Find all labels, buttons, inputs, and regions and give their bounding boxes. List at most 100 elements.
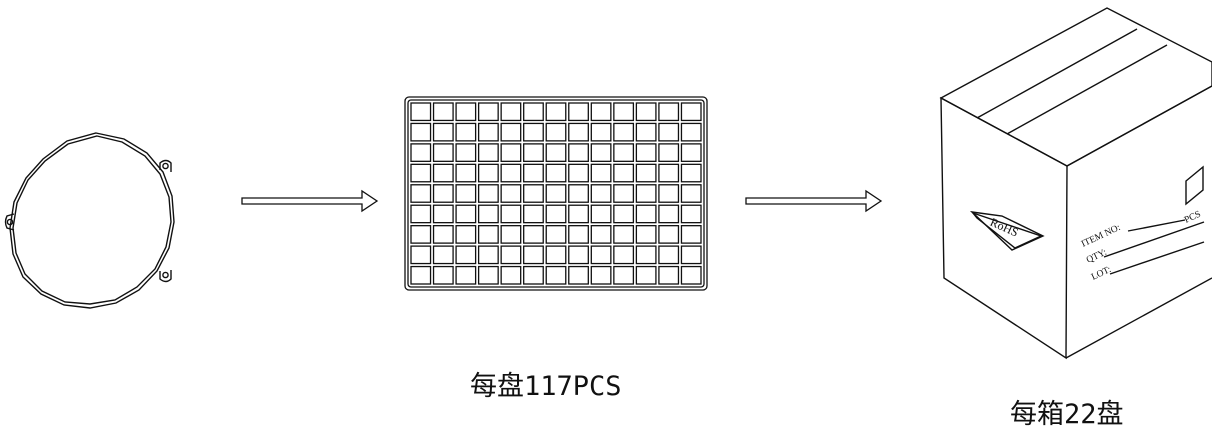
tray-cell: [477, 184, 499, 203]
tray-cell: [410, 143, 432, 162]
tray-cell: [635, 122, 657, 142]
carton-top-face: [939, 7, 1212, 167]
tray-cell: [568, 143, 589, 162]
tray-cell: [477, 225, 499, 244]
tray-cell: [613, 245, 635, 265]
lot-line: [1109, 241, 1205, 275]
tray-cell: [635, 204, 657, 224]
tray-cell: [590, 265, 612, 285]
tray-cell: [500, 265, 522, 285]
tray-cell: [590, 184, 612, 203]
tray-cell: [545, 184, 567, 203]
tray-cell: [658, 122, 680, 142]
tray-cell: [568, 245, 589, 265]
tray-cell: [545, 265, 567, 285]
tray-cell: [613, 204, 635, 224]
tray-cell: [545, 102, 567, 122]
tray-frame: [404, 96, 708, 291]
tray-cell: [680, 245, 702, 265]
tray-cell: [477, 265, 499, 285]
tray-frame-inner: [407, 99, 705, 288]
tray-cell: [455, 265, 477, 285]
tray-cell: [432, 225, 454, 244]
tray-cell: [658, 143, 680, 162]
tray-cell: [680, 122, 702, 142]
item-no-line: [1127, 219, 1186, 232]
arrow-tray-to-carton: [745, 189, 883, 213]
tray-drawing: [404, 96, 708, 291]
tray-cell: [658, 184, 680, 203]
tray-cell: [635, 225, 657, 244]
tray-cell: [523, 122, 544, 142]
tray-cell: [410, 184, 432, 203]
carton-drawing: [939, 7, 1212, 360]
tray-cell: [545, 204, 567, 224]
tray-cell: [455, 184, 477, 203]
tray-cell: [680, 184, 702, 203]
tray-cell: [658, 163, 680, 183]
tray-cell: [410, 265, 432, 285]
tray-cell: [635, 265, 657, 285]
tray-cell: [455, 102, 477, 122]
tray-cell: [432, 122, 454, 142]
tray-cell: [545, 245, 567, 265]
tray-cell: [568, 163, 589, 183]
tray-cell: [455, 143, 477, 162]
tray-cell: [523, 102, 544, 122]
tray-cell: [523, 265, 544, 285]
tray-cell: [568, 102, 589, 122]
tray-cell: [613, 102, 635, 122]
tray-cell: [455, 225, 477, 244]
tray-cell: [613, 184, 635, 203]
tray-cell: [590, 204, 612, 224]
tray-cell: [545, 143, 567, 162]
tray-cell: [613, 265, 635, 285]
carton-tape-line-a: [976, 28, 1138, 119]
tray-cell: [613, 143, 635, 162]
tray-cell: [500, 102, 522, 122]
carton-right-face: [1066, 85, 1212, 167]
tray-cell-grid: [410, 102, 702, 285]
tray-cell: [545, 163, 567, 183]
rohs-label: RoHS: [988, 215, 1021, 240]
tray-cell: [455, 204, 477, 224]
tray-cell: [680, 225, 702, 244]
tray-cell: [432, 265, 454, 285]
reel-tab-bottom: [159, 270, 172, 283]
tray-cell: [680, 163, 702, 183]
tray-cell: [545, 225, 567, 244]
tray-cell: [410, 122, 432, 142]
tray-cell: [523, 204, 544, 224]
reel-tab-left: [4, 213, 15, 231]
tray-cell: [410, 163, 432, 183]
tray-cell: [523, 245, 544, 265]
tray-cell: [477, 122, 499, 142]
tray-cell: [455, 122, 477, 142]
tray-cell: [410, 245, 432, 265]
carton-tape-line-b: [1006, 44, 1168, 135]
carton-caption: 每箱22盘: [1010, 399, 1124, 430]
tray-cell: [590, 225, 612, 244]
item-no-label: ITEM NO:: [1080, 223, 1122, 250]
tray-cell: [658, 265, 680, 285]
carton-label-square: [1185, 165, 1204, 206]
reel-tab-top: [159, 159, 172, 172]
qty-label: QTY:: [1085, 248, 1109, 266]
tray-cell: [477, 143, 499, 162]
tray-cell: [635, 245, 657, 265]
tray-cell: [500, 184, 522, 203]
tray-cell: [635, 143, 657, 162]
tray-cell: [410, 204, 432, 224]
tray-cell: [455, 245, 477, 265]
tray-cell: [658, 245, 680, 265]
tray-cell: [523, 163, 544, 183]
tray-cell: [477, 204, 499, 224]
tray-cell: [500, 143, 522, 162]
qty-line: [1103, 221, 1205, 258]
tray-cell: [477, 245, 499, 265]
carton-bottom-edge: [1065, 277, 1212, 359]
tray-cell: [613, 225, 635, 244]
tray-cell: [568, 204, 589, 224]
tray-cell: [432, 204, 454, 224]
